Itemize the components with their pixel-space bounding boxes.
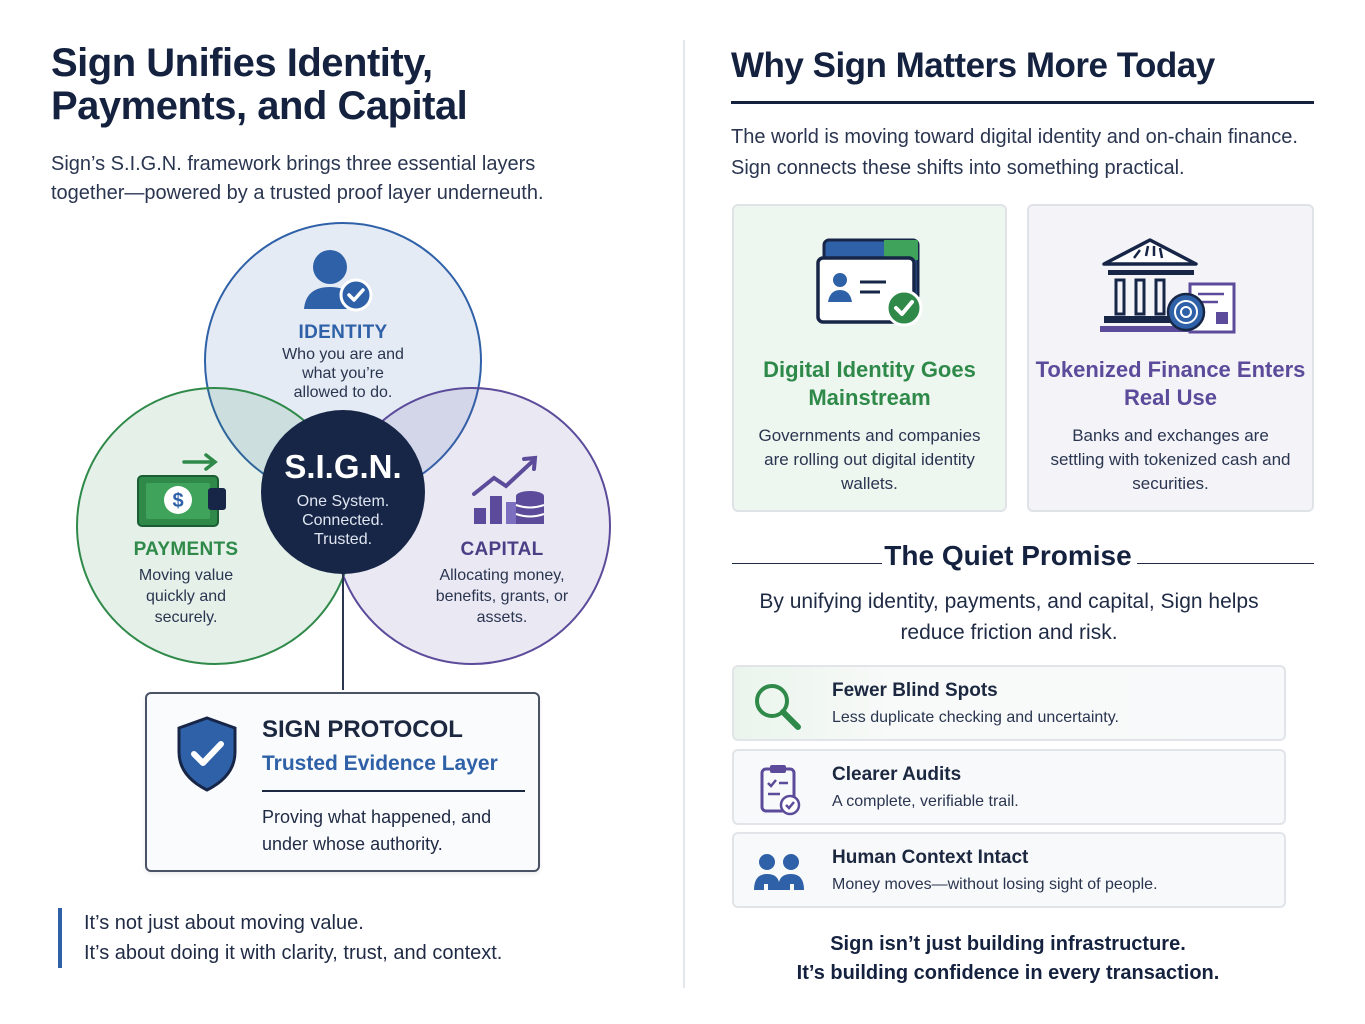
venn-circles: $: [76, 222, 611, 690]
closing-line-2: It’s building confidence in every transa…: [796, 962, 1220, 984]
column-divider: [683, 40, 685, 988]
sign-center-label: S.I.G.N.: [284, 448, 402, 485]
right-title-rule: [731, 101, 1314, 104]
card-desc: Banks and exchanges are settling with to…: [1050, 426, 1291, 493]
benefit-title: Fewer Blind Spots: [832, 680, 998, 701]
wallet-dollar-icon: $: [137, 453, 226, 527]
closing-line-1: Sign isn’t just building infrastructure.: [830, 933, 1186, 955]
quote-line-1: It’s not just about moving value.: [84, 912, 364, 934]
closing-statement: Sign isn’t just building infrastructure.…: [731, 930, 1285, 988]
protocol-title: SIGN PROTOCOL: [262, 716, 463, 743]
right-intro: The world is moving toward digital ident…: [731, 126, 1298, 179]
shield-check-icon: [177, 716, 237, 792]
sign-center-desc: One System. Connected. Trusted.: [296, 493, 390, 548]
people-icon: [754, 854, 804, 890]
benefit-row: Fewer Blind Spots Less duplicate checkin…: [732, 665, 1286, 741]
page-title: Sign Unifies Identity, Payments, and Cap…: [51, 41, 468, 128]
card-title: Tokenized Finance Enters Real Use: [1035, 357, 1306, 410]
payments-label: PAYMENTS: [133, 539, 239, 560]
svg-text:$: $: [172, 490, 183, 512]
quiet-promise-rule-left: [732, 563, 882, 564]
capital-desc: Allocating money, benefits, grants, or a…: [435, 567, 569, 626]
quiet-promise-title: The Quiet Promise: [884, 540, 1132, 571]
benefit-title: Clearer Audits: [832, 764, 962, 785]
title-line-1: Sign Unifies Identity,: [51, 41, 433, 85]
protocol-divider: [262, 790, 525, 792]
benefit-desc: A complete, verifiable trail.: [832, 793, 1019, 810]
page-subtitle: Sign’s S.I.G.N. framework brings three e…: [51, 153, 544, 204]
digital-identity-card: Digital Identity Goes Mainstream Governm…: [732, 204, 1007, 512]
quiet-promise-text: By unifying identity, payments, and capi…: [759, 590, 1259, 644]
benefit-row: Human Context Intact Money moves—without…: [732, 832, 1286, 908]
card-title: Digital Identity Goes Mainstream: [763, 357, 976, 410]
title-line-2: Payments, and Capital: [51, 84, 468, 128]
identity-label: IDENTITY: [298, 322, 388, 343]
right-title: Why Sign Matters More Today: [731, 46, 1215, 85]
bank-token-icon: [1099, 238, 1235, 334]
quiet-promise-rule-right: [1137, 563, 1314, 564]
id-card-check-icon: [815, 238, 922, 327]
left-quote: It’s not just about moving value. It’s a…: [58, 908, 502, 968]
sign-center-circle: [261, 410, 425, 574]
benefit-row: Clearer Audits A complete, verifiable tr…: [732, 749, 1286, 825]
user-check-icon: [304, 250, 373, 312]
protocol-subtitle: Trusted Evidence Layer: [262, 752, 498, 775]
sign-protocol-box: SIGN PROTOCOL Trusted Evidence Layer Pro…: [145, 692, 540, 872]
magnifier-icon: [755, 684, 801, 730]
growth-chart-icon: [472, 455, 545, 524]
benefit-desc: Less duplicate checking and uncertainty.: [832, 709, 1119, 726]
card-desc: Governments and companies are rolling ou…: [758, 426, 981, 493]
tokenized-finance-card: Tokenized Finance Enters Real Use Banks …: [1027, 204, 1314, 512]
quote-line-2: It’s about doing it with clarity, trust,…: [84, 942, 503, 964]
benefit-title: Human Context Intact: [832, 847, 1029, 868]
protocol-desc: Proving what happened, and under whose a…: [262, 807, 492, 854]
payments-desc: Moving value quickly and securely.: [138, 567, 234, 626]
benefit-desc: Money moves—without losing sight of peop…: [832, 876, 1158, 893]
sign-venn-diagram: $ IDENTITY Who you are and what you’re a…: [60, 210, 630, 690]
capital-label: CAPITAL: [460, 539, 544, 560]
identity-desc: Who you are and what you’re allowed to d…: [282, 346, 404, 401]
clipboard-check-icon: [760, 765, 801, 816]
